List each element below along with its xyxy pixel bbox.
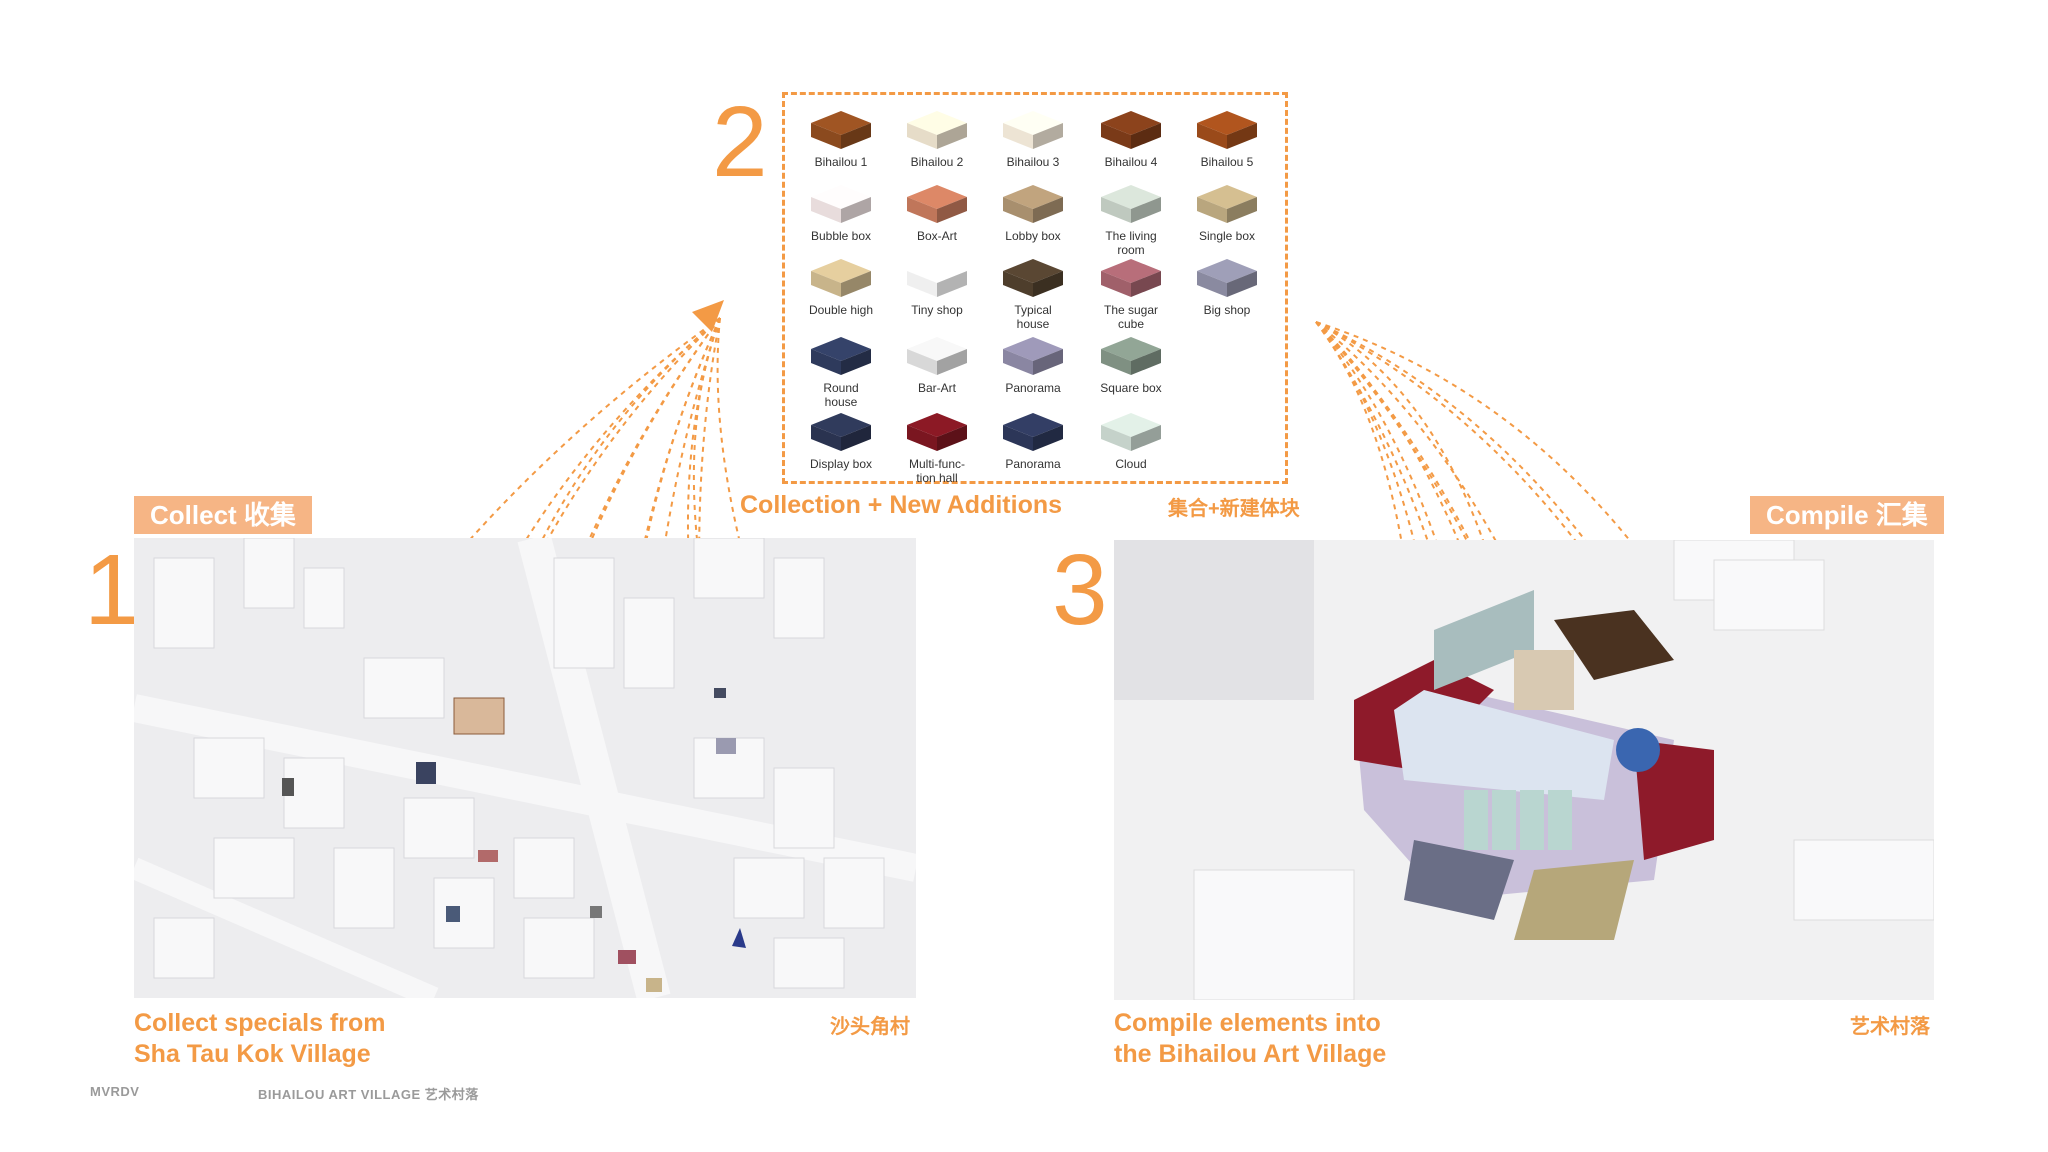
legend-item: Bihailou 1 [793, 101, 889, 169]
collection-arrow [692, 317, 729, 701]
legend-item-label: Bihailou 5 [1200, 155, 1254, 169]
block-icon [1101, 337, 1161, 375]
block-icon [1101, 259, 1161, 297]
block-icon [811, 413, 871, 451]
legend-item: Multi-func- tion hall [889, 403, 985, 485]
block-icon [907, 337, 967, 375]
step1-caption: Collect specials from Sha Tau Kok Villag… [134, 1009, 386, 1068]
legend-item: Bihailou 3 [985, 101, 1081, 169]
step3-caption-cn: 艺术村落 [1850, 1016, 1930, 1038]
block-icon [1197, 185, 1257, 223]
legend-item-label: Bihailou 3 [1006, 155, 1060, 169]
legend-item: Typical house [985, 249, 1081, 331]
compile-arrow [1315, 321, 1668, 667]
compile-arrow [1315, 321, 1511, 618]
step2-number: 2 [712, 86, 768, 198]
block-icon [1197, 259, 1257, 297]
step1-number: 1 [84, 534, 140, 646]
legend-item-label: Bihailou 1 [814, 155, 868, 169]
legend-item-label: Tiny shop [911, 303, 963, 317]
legend-item: Panorama [985, 403, 1081, 471]
step2-caption-cn: 集合+新建体块 [1168, 498, 1300, 520]
legend-item-label: Double high [808, 303, 874, 317]
step1-caption-cn: 沙头角村 [830, 1016, 910, 1038]
art-village-model-illustration [1114, 540, 1934, 1000]
legend-item-label: Bar-Art [917, 381, 956, 395]
collection-arrow [716, 317, 807, 745]
legend-item: The sugar cube [1083, 249, 1179, 331]
compile-arrow [1315, 321, 1528, 748]
block-icon [907, 111, 967, 149]
block-icon [1197, 111, 1257, 149]
block-icon [1003, 413, 1063, 451]
legend-item: Big shop [1179, 249, 1275, 317]
legend-item-label: Single box [1198, 229, 1256, 243]
legend-item-label: Bihailou 4 [1104, 155, 1158, 169]
legend-item: Bihailou 2 [889, 101, 985, 169]
village-map-illustration [134, 538, 916, 998]
legend-item: Lobby box [985, 175, 1081, 243]
legend-item-label: Cloud [1115, 457, 1147, 471]
legend-item: Square box [1083, 327, 1179, 395]
legend-item-label: Box-Art [916, 229, 957, 243]
legend-item-label: Square box [1100, 381, 1162, 395]
legend-item-label: The sugar cube [1103, 303, 1159, 331]
legend-item: Panorama [985, 327, 1081, 395]
block-icon [1003, 337, 1063, 375]
legend-item-label: Round house [823, 381, 859, 409]
collection-arrow [457, 317, 721, 763]
block-icon [907, 185, 967, 223]
legend-item-label: The living room [1105, 229, 1157, 257]
block-icon [1101, 111, 1161, 149]
block-icon [1101, 413, 1161, 451]
legend-item-label: Big shop [1203, 303, 1251, 317]
art-village-model-image [1114, 540, 1934, 1000]
legend-item-label: Lobby box [1005, 229, 1061, 243]
legend-item: The living room [1083, 175, 1179, 257]
legend-item-label: Bubble box [810, 229, 872, 243]
legend-item-label: Multi-func- tion hall [908, 457, 965, 485]
legend-item: Bar-Art [889, 327, 985, 395]
legend-item: Cloud [1083, 403, 1179, 471]
legend-item: Tiny shop [889, 249, 985, 317]
block-icon [811, 185, 871, 223]
compile-arrow [1315, 321, 1505, 828]
block-icon [907, 413, 967, 451]
brand-logo-text: MVRDV [90, 1084, 140, 1099]
legend-item: Box-Art [889, 175, 985, 243]
legend-item: Round house [793, 327, 889, 409]
legend-item-label: Display box [809, 457, 873, 471]
legend-item-label: Bihailou 2 [910, 155, 964, 169]
legend-item-label: Panorama [1005, 457, 1061, 471]
legend-item: Display box [793, 403, 889, 471]
collection-arrow [479, 317, 721, 705]
step1-tag: Collect 收集 [134, 496, 312, 534]
legend-item: Double high [793, 249, 889, 317]
legend-item: Bihailou 4 [1083, 101, 1179, 169]
block-icon [1003, 185, 1063, 223]
step3-tag: Compile 汇集 [1750, 496, 1944, 534]
legend-item-label: Typical house [1014, 303, 1052, 331]
legend-item: Bihailou 5 [1179, 101, 1275, 169]
compile-arrow [1315, 321, 1455, 746]
step3-caption: Compile elements into the Bihailou Art V… [1114, 1009, 1387, 1068]
step2-caption: Collection + New Additions [740, 491, 1063, 519]
legend-item: Bubble box [793, 175, 889, 243]
block-icon [1101, 185, 1161, 223]
block-icon [811, 111, 871, 149]
block-icon [1003, 259, 1063, 297]
collection-legend: Bihailou 1 Bihailou 2 Bihailou 3 Bihailou 4… [782, 92, 1288, 485]
legend-item: Single box [1179, 175, 1275, 243]
block-icon [811, 337, 871, 375]
block-icon [907, 259, 967, 297]
block-icon [1003, 111, 1063, 149]
compile-arrow [1315, 321, 1587, 842]
step3-number: 3 [1052, 534, 1108, 646]
collect-arrowhead [692, 300, 724, 332]
legend-item-label: Panorama [1005, 381, 1061, 395]
compile-arrow [1315, 321, 1498, 768]
project-title: BIHAILOU ART VILLAGE 艺术村落 [258, 1087, 479, 1102]
village-map-image [134, 538, 916, 998]
block-icon [811, 259, 871, 297]
